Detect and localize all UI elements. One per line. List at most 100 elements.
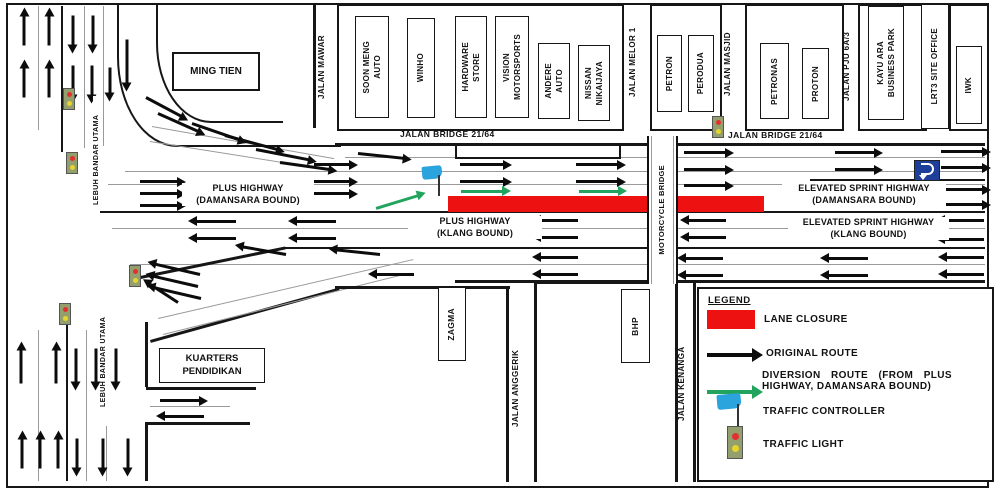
original-route-arrow bbox=[688, 219, 726, 222]
original-route-arrow bbox=[296, 237, 336, 240]
road-edge-curve bbox=[117, 4, 341, 147]
original-route-arrow bbox=[75, 438, 79, 469]
original-route-arrow bbox=[74, 348, 78, 383]
building-proton: PROTON bbox=[802, 48, 829, 119]
building-label: PENDIDIKAN bbox=[182, 366, 242, 377]
original-route-arrow bbox=[114, 348, 118, 383]
building-label: AUTO bbox=[372, 55, 382, 79]
lane-line bbox=[108, 184, 985, 185]
original-route-arrow bbox=[540, 256, 578, 259]
label-jalan-masjid: JALAN MASJID bbox=[723, 32, 732, 96]
building-label: KAYU ARA bbox=[876, 41, 886, 85]
road-edge bbox=[146, 422, 250, 425]
original-route-arrow bbox=[196, 237, 236, 240]
original-route-arrow bbox=[296, 220, 336, 223]
lane-line bbox=[810, 179, 985, 181]
lane-line bbox=[38, 6, 39, 130]
original-route-arrow bbox=[101, 438, 105, 469]
original-route-arrow bbox=[314, 180, 350, 183]
lane-line bbox=[86, 330, 87, 481]
label-jalan-anggerik: JALAN ANGGERIK bbox=[511, 349, 520, 427]
building-nissan-nikaijaya: NISSAN NIKAIJAYA bbox=[578, 45, 610, 121]
original-route-arrow bbox=[90, 65, 94, 96]
building-label: MOTORSPORTS bbox=[512, 34, 522, 100]
lane-line bbox=[103, 6, 104, 146]
original-route-arrow bbox=[684, 151, 726, 154]
label-motorcycle-bridge: MOTORCYCLE BRIDGE bbox=[657, 165, 667, 255]
building-vision-motorsports: VISION MOTORSPORTS bbox=[495, 16, 529, 118]
road-edge bbox=[313, 4, 316, 128]
road-edge bbox=[145, 322, 148, 387]
original-route-arrow bbox=[108, 67, 112, 94]
label-lebuh-bandar-utama-top: LEBUH BANDAR UTAMA bbox=[93, 96, 100, 224]
original-route-arrow bbox=[314, 192, 350, 195]
building-zagma: ZAGMA bbox=[438, 287, 466, 361]
original-route-arrow bbox=[314, 163, 350, 166]
legend-lane-closure-label: LANE CLOSURE bbox=[764, 314, 848, 325]
original-route-arrow bbox=[94, 348, 98, 383]
label-plus-highway-damansara: PLUS HIGHWAY (DAMANSARA BOUND) bbox=[182, 183, 314, 206]
legend-traffic-controller-label: TRAFFIC CONTROLLER bbox=[763, 406, 886, 417]
original-route-arrow bbox=[835, 168, 875, 171]
original-route-arrow bbox=[828, 274, 868, 277]
original-route-arrow bbox=[685, 257, 723, 260]
highway-label-line: PLUS HIGHWAY bbox=[212, 183, 284, 193]
original-route-arrow bbox=[125, 39, 129, 84]
original-route-arrow bbox=[56, 438, 60, 469]
building-bhp: BHP bbox=[621, 289, 650, 363]
road-edge bbox=[146, 387, 256, 390]
original-route-arrow bbox=[47, 15, 51, 46]
building-label: BUSINESS PARK bbox=[886, 28, 896, 98]
building-label: KUARTERS bbox=[185, 353, 239, 364]
original-route-arrow bbox=[22, 67, 26, 98]
traffic-light-icon bbox=[63, 88, 75, 110]
diversion-route-arrow bbox=[461, 190, 503, 193]
building-ming-tien: MING TIEN bbox=[172, 52, 260, 91]
legend-panel: LEGEND LANE CLOSURE ORIGINAL ROUTE DIVER… bbox=[697, 287, 994, 482]
original-route-arrow bbox=[540, 219, 578, 222]
original-route-arrow bbox=[47, 67, 51, 98]
original-route-arrow bbox=[540, 273, 578, 276]
traffic-light-icon bbox=[712, 116, 724, 138]
original-route-arrow bbox=[835, 151, 875, 154]
building-petronas: PETRONAS bbox=[760, 43, 789, 119]
highway-label-line: (DAMANSARA BOUND) bbox=[196, 194, 300, 205]
original-route-arrow bbox=[19, 349, 23, 384]
original-route-arrow bbox=[684, 168, 726, 171]
road-edge bbox=[506, 286, 509, 482]
diversion-route-arrow bbox=[579, 190, 619, 193]
label-jalan-melor-1: JALAN MELOR 1 bbox=[628, 27, 637, 97]
building-label: STORE bbox=[471, 52, 481, 82]
road-edge bbox=[145, 422, 148, 481]
traffic-light-icon bbox=[59, 303, 71, 325]
building-winho: WINHO bbox=[407, 18, 435, 118]
original-route-arrow bbox=[91, 15, 95, 46]
original-route-arrow bbox=[71, 15, 75, 46]
original-route-arrow bbox=[22, 15, 26, 46]
building-label: MING TIEN bbox=[190, 66, 242, 77]
original-route-arrow bbox=[684, 184, 726, 187]
legend-traffic-light-label: TRAFFIC LIGHT bbox=[763, 439, 844, 450]
building-kayu-ara-business-park: KAYU ARA BUSINESS PARK bbox=[868, 6, 904, 120]
building-perodua: PERODUA bbox=[688, 35, 714, 112]
u-turn-sign bbox=[914, 160, 940, 181]
road-edge-curve bbox=[156, 4, 283, 123]
building-label: PETRON bbox=[664, 55, 674, 92]
original-route-arrow bbox=[941, 166, 983, 169]
legend-diversion-route-label: DIVERSION ROUTE (FROM PLUS HIGHWAY, DAMA… bbox=[762, 370, 952, 392]
original-route-arrow bbox=[160, 399, 200, 402]
original-route-arrow bbox=[941, 188, 983, 191]
highway-label-line: ELEVATED SPRINT HIGHWAY bbox=[802, 217, 935, 227]
original-route-arrow bbox=[140, 204, 178, 207]
original-route-arrow bbox=[685, 274, 723, 277]
diversion-route-legend-arrow bbox=[707, 390, 753, 394]
building-label: AUTO bbox=[554, 69, 564, 93]
original-route-arrow bbox=[126, 438, 130, 469]
label-jalan-kenanga: JALAN KENANGA bbox=[677, 346, 686, 422]
building-label: VISION bbox=[502, 52, 512, 82]
original-route-arrow bbox=[941, 203, 983, 206]
road-edge bbox=[534, 281, 537, 482]
label-jalan-bridge-left: JALAN BRIDGE 21/64 bbox=[400, 129, 495, 139]
lane-line bbox=[285, 247, 985, 249]
